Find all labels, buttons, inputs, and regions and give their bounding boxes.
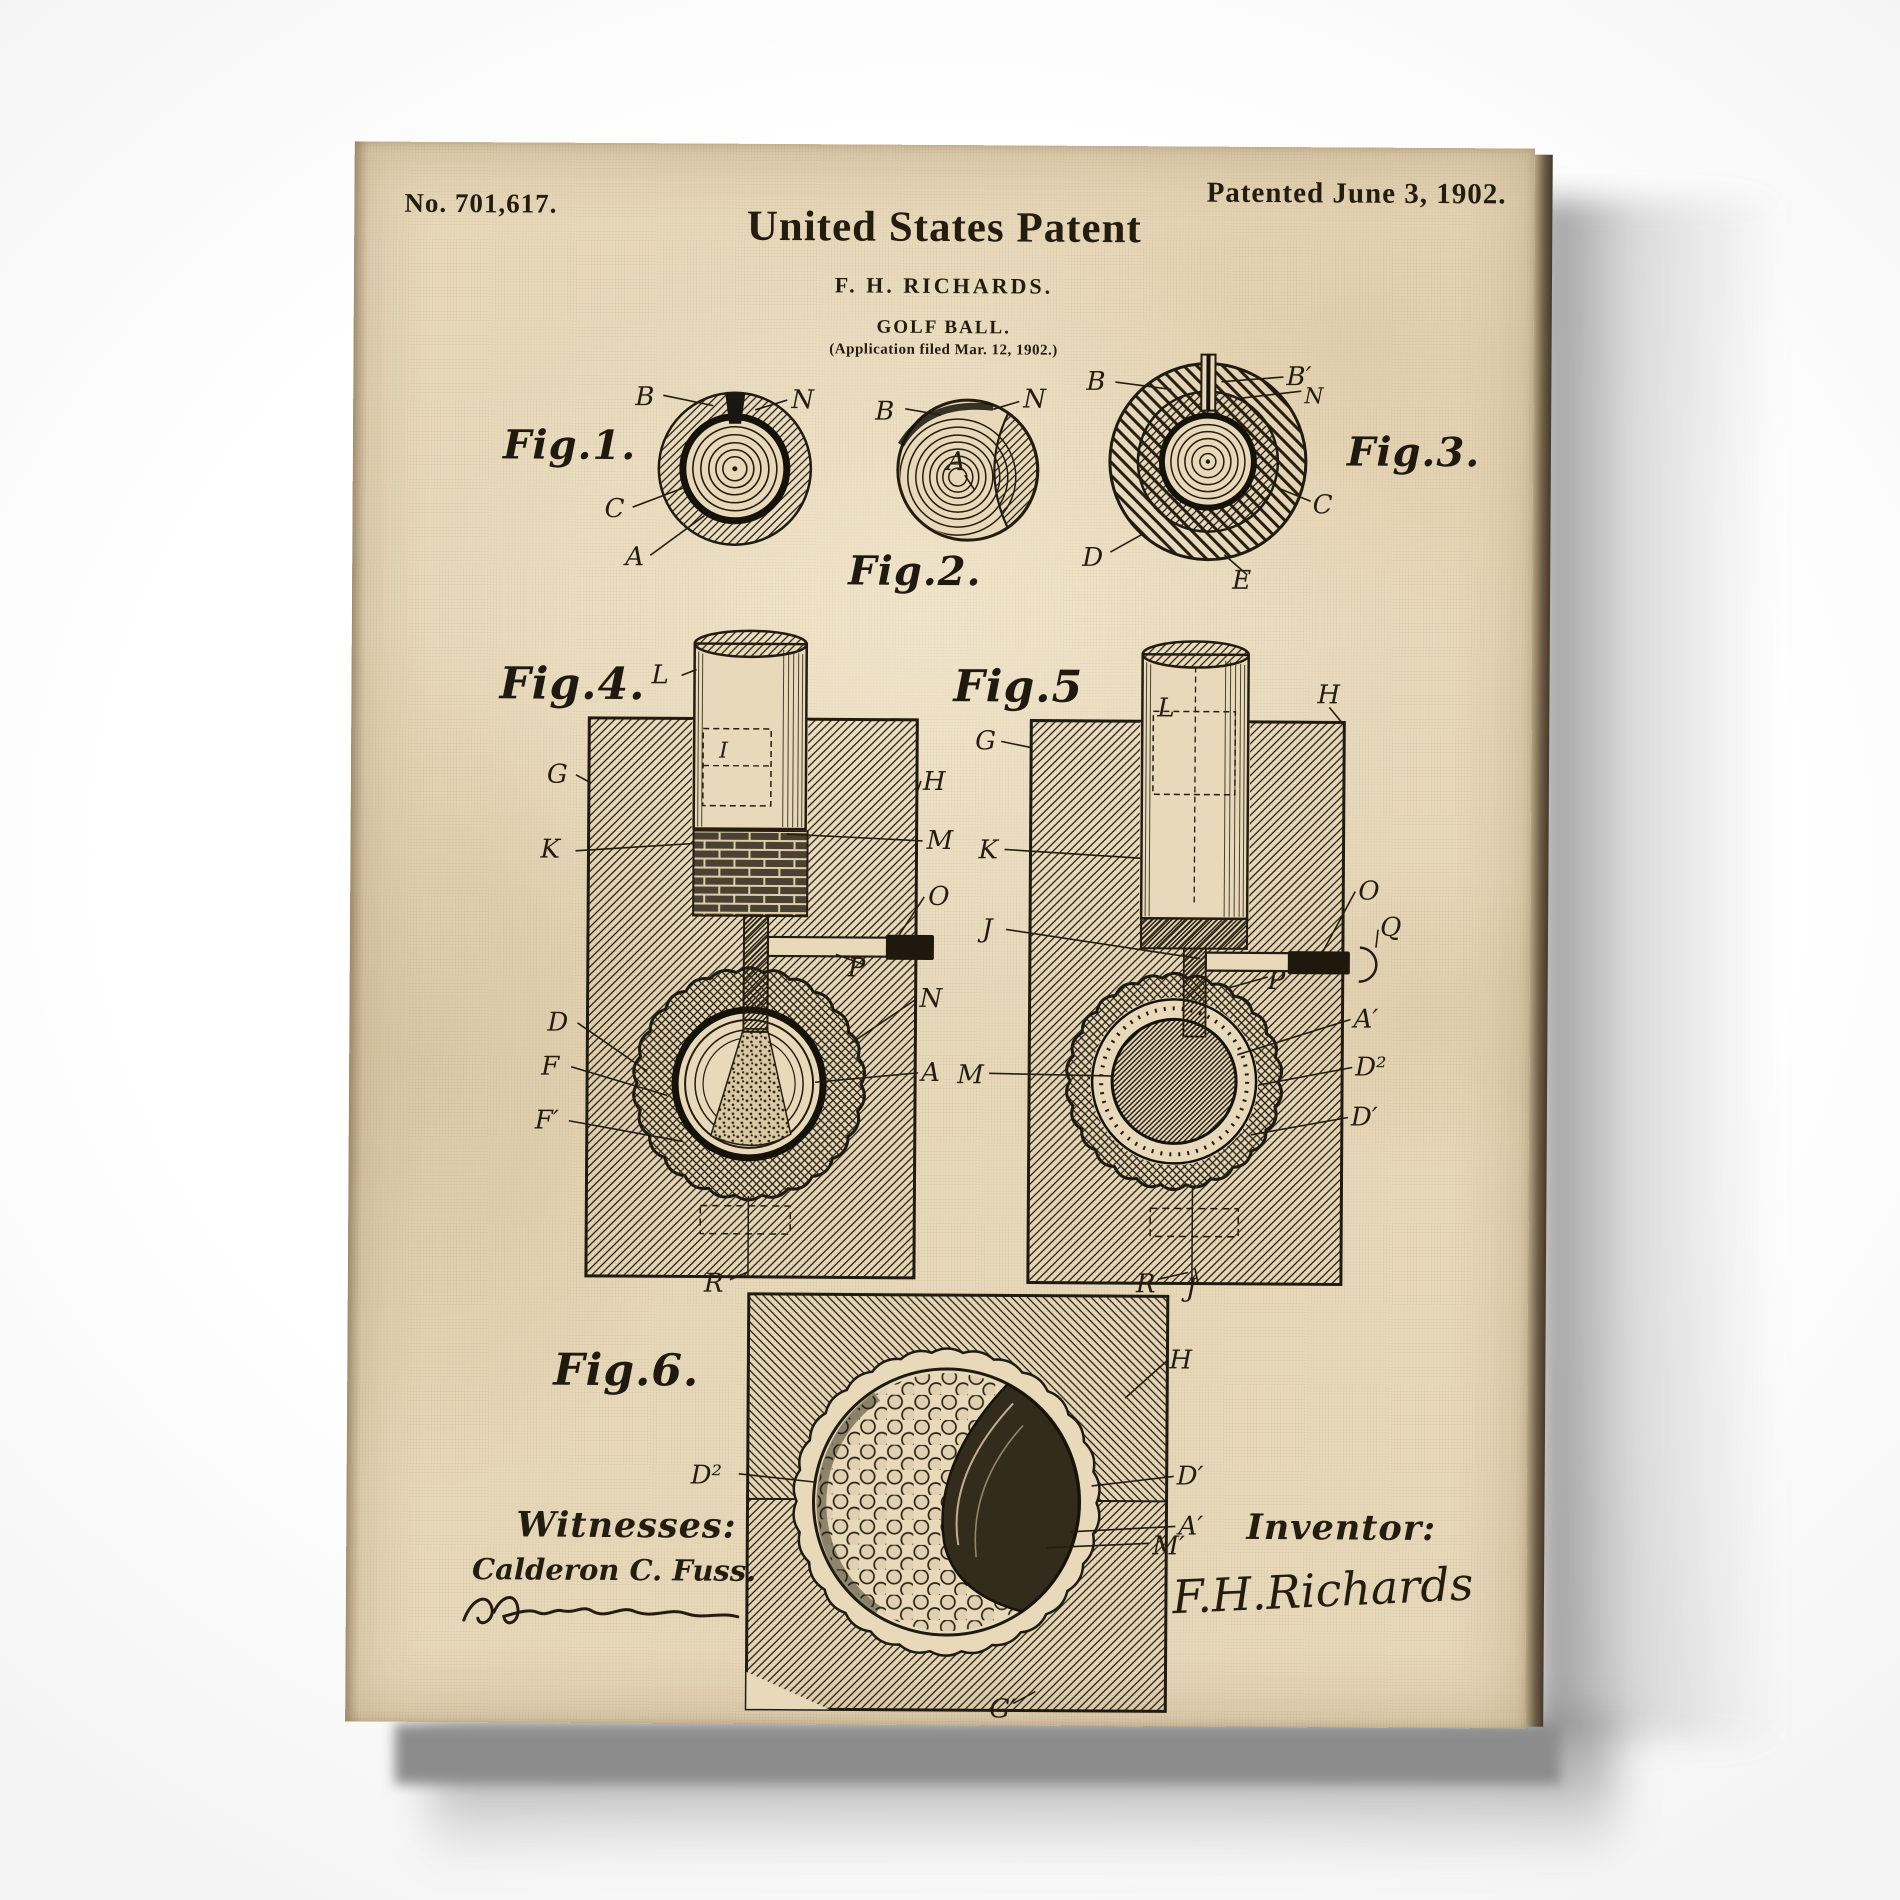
fig6-label-H: H <box>1168 1345 1193 1375</box>
fig5-label-L: L <box>1156 693 1174 723</box>
fig4-label-O: O <box>928 882 950 912</box>
fig1-label-A: A <box>623 542 644 572</box>
fig5-label-J: J <box>977 914 994 944</box>
fig5-label-M: M <box>956 1060 985 1090</box>
fig5-label-H: H <box>1316 680 1341 710</box>
fig2-caption: Fig.2. <box>847 547 982 595</box>
canvas-print: No. 701,617. Patented June 3, 1902. Unit… <box>345 141 1535 1728</box>
fig4-label-L: L <box>650 660 668 690</box>
fig4-drawing: Fig.4. I <box>494 629 956 1300</box>
fig3-label-B: B <box>1085 367 1105 397</box>
fig5-label-Q: Q <box>1380 913 1402 943</box>
fig3-caption: Fig.3. <box>1346 428 1481 476</box>
fig3-drawing: Fig.3. B B′ N C D <box>1081 354 1481 597</box>
fig1-drawing: Fig.1. B N C A <box>501 381 815 573</box>
inventor-heading: Inventor: <box>1246 1507 1436 1549</box>
fig5-caption: Fig.5 <box>951 661 1083 713</box>
fig3-label-N: N <box>1303 384 1324 409</box>
fig5-label-A-prime: A′ <box>1351 1005 1378 1035</box>
canvas-shadow-right <box>1538 198 1778 1741</box>
fig1-label-N: N <box>790 385 815 415</box>
fig2-label-B: B <box>874 397 894 427</box>
fig5-label-D2: D² <box>1354 1053 1386 1083</box>
fig4-label-M: M <box>925 826 954 856</box>
fig6-label-G-prime: G′ <box>989 1694 1016 1724</box>
fig4-label-D: D <box>546 1008 568 1038</box>
fig3-label-E: E <box>1231 566 1251 596</box>
fig5-label-K: K <box>977 835 999 865</box>
fig5-label-O: O <box>1358 877 1380 907</box>
witnesses-heading: Witnesses: <box>516 1504 736 1546</box>
fig4-label-R: R <box>703 1269 724 1299</box>
fig6-caption: Fig.6. <box>551 1345 699 1397</box>
patent-drawing: Fig.1. B N C A Fig.2. <box>345 141 1535 1728</box>
fig4-label-G: G <box>547 760 568 790</box>
witness2-signature-scribble <box>458 1582 758 1644</box>
fig2-drawing: Fig.2. B N A <box>847 383 1047 595</box>
fig1-caption: Fig.1. <box>502 421 637 469</box>
fig4-label-P: P <box>847 953 866 983</box>
fig4-label-H: H <box>922 767 947 797</box>
fig4-label-F: F <box>540 1052 560 1082</box>
fig5-drawing: Fig.5 L <box>948 640 1403 1305</box>
fig2-label-A: A <box>945 447 966 477</box>
fig5-label-D-prime: D′ <box>1350 1103 1378 1133</box>
fig4-label-K: K <box>539 835 561 865</box>
fig1-label-C: C <box>605 494 625 524</box>
fig5-label-G: G <box>975 726 996 756</box>
fig4-label-N: N <box>919 984 944 1014</box>
fig3-label-D: D <box>1081 543 1103 573</box>
canvas-shadow-bottom <box>395 1724 1560 1784</box>
fig6-label-D-prime: D′ <box>1176 1461 1204 1491</box>
fig1-label-B: B <box>634 382 654 412</box>
fig5-label-P: P <box>1267 966 1286 996</box>
fig6-label-D2: D² <box>690 1460 722 1490</box>
fig4-caption: Fig.4. <box>497 658 645 710</box>
fig2-label-N: N <box>1022 384 1047 414</box>
fig3-label-C: C <box>1313 490 1333 520</box>
fig4-label-I: I <box>718 739 729 764</box>
fig4-label-F-prime: F′ <box>534 1106 559 1136</box>
fig6-label-M-prime: M′ <box>1151 1531 1185 1561</box>
fig4-label-A: A <box>919 1058 940 1088</box>
